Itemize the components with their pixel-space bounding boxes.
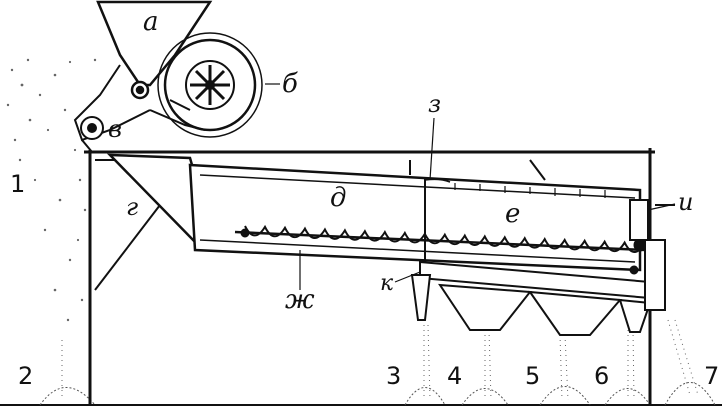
grain-piles (39, 382, 716, 406)
cylinder-sieve (188, 159, 642, 272)
output-hoppers (438, 283, 652, 336)
label-g: г (126, 193, 138, 221)
outlet-6: 6 (594, 362, 609, 390)
leader-lines (265, 83, 676, 290)
label-v: в (108, 115, 122, 143)
label-i: и (678, 188, 693, 216)
hopper-a (96, 0, 213, 100)
label-e: е (505, 199, 520, 229)
outlet-5: 5 (525, 362, 540, 390)
air-channel (73, 64, 206, 142)
label-d: д (330, 183, 346, 213)
feed-roller-v (80, 116, 104, 153)
label-b: б (282, 69, 298, 99)
label-z: з (428, 90, 441, 118)
drive-end-i (629, 199, 675, 311)
outlet-1: 1 (10, 170, 25, 198)
label-k: к (380, 271, 394, 296)
outlet-2: 2 (18, 362, 33, 390)
grain-streams (61, 319, 699, 401)
outlet-7: 7 (704, 362, 719, 390)
frame (84, 148, 655, 405)
outlet-4: 4 (447, 362, 462, 390)
fan-b (157, 32, 263, 138)
outlet-3: 3 (386, 362, 401, 390)
label-a: а (143, 7, 159, 37)
grain-spill-left (6, 58, 97, 322)
screw-conveyor-zh (234, 224, 647, 275)
